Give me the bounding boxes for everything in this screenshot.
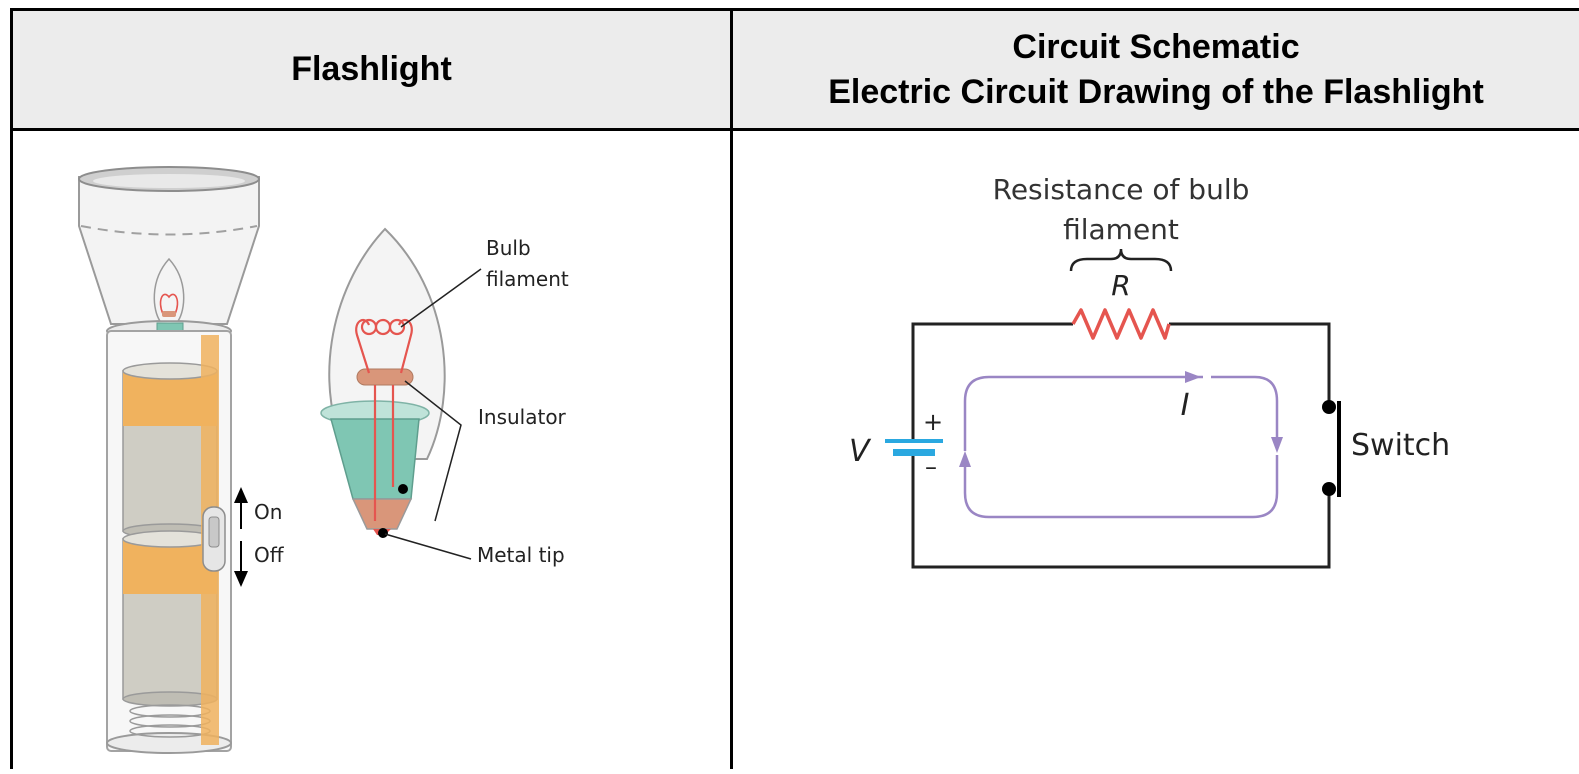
current-arrow-right <box>1271 437 1283 453</box>
circuit-schematic: Resistance of bulb filament R + – V <box>849 173 1450 569</box>
figure-table: Flashlight Circuit Schematic Electric Ci… <box>10 8 1579 769</box>
current-loop <box>963 375 1279 519</box>
schematic-panel: Resistance of bulb filament R + – V <box>733 131 1579 769</box>
leader-lines <box>384 268 482 560</box>
resistance-caption-line1: Resistance of bulb <box>993 173 1250 206</box>
resistor <box>1071 308 1171 340</box>
header-flashlight: Flashlight <box>13 11 730 128</box>
metal-tip-label: Metal tip <box>477 543 565 567</box>
column-divider <box>730 11 733 769</box>
bulb-label-line1: Bulb <box>486 236 531 260</box>
battery-cell <box>885 429 943 465</box>
brace <box>1069 248 1173 272</box>
flashlight-panel: On Off <box>13 131 730 769</box>
on-off-arrows: On Off <box>234 487 285 587</box>
current-arrow-top <box>1185 371 1201 383</box>
switch <box>1322 400 1341 497</box>
minus-sign: – <box>925 453 937 481</box>
circuit-title: Circuit Schematic <box>1012 27 1300 66</box>
switch-label: Switch <box>1351 428 1450 463</box>
filament <box>355 318 413 521</box>
resistance-caption-line2: filament <box>1063 213 1179 246</box>
bulb-detail <box>320 227 446 538</box>
on-label: On <box>254 500 282 524</box>
header-circuit: Circuit Schematic Electric Circuit Drawi… <box>733 11 1579 128</box>
resistor-symbol-label: R <box>1111 269 1130 302</box>
off-label: Off <box>254 543 285 567</box>
switch-slider <box>202 506 226 572</box>
flashlight-title: Flashlight <box>291 50 452 88</box>
insulator-label: Insulator <box>478 405 567 429</box>
circuit-wires <box>911 322 1331 569</box>
flashlight-drawing: On Off <box>78 166 569 754</box>
current-symbol: I <box>1181 388 1190 423</box>
plus-sign: + <box>923 408 943 436</box>
circuit-subtitle: Electric Circuit Drawing of the Flashlig… <box>828 72 1484 111</box>
voltage-symbol: V <box>849 434 872 469</box>
current-arrow-left <box>959 451 971 467</box>
bulb-label-line2: filament <box>486 267 569 291</box>
header-row <box>13 11 1579 131</box>
